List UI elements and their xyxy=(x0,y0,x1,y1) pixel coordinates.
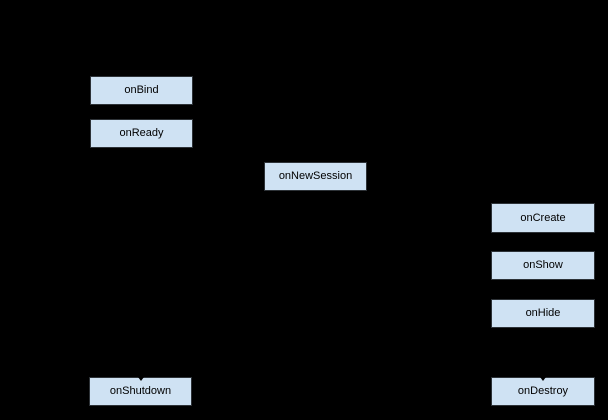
arrowhead-icon-tip-onShutdown xyxy=(138,377,144,381)
lifecycle-node-onShutdown: onShutdown xyxy=(89,377,192,406)
lifecycle-node-onShow: onShow xyxy=(491,251,595,280)
lifecycle-node-onDestroy: onDestroy xyxy=(491,377,595,406)
arrowhead-icon-tip-onDestroy xyxy=(540,377,546,381)
lifecycle-node-onBind: onBind xyxy=(90,76,193,105)
lifecycle-node-onNewSession: onNewSession xyxy=(264,162,367,191)
lifecycle-node-onHide: onHide xyxy=(491,299,595,328)
lifecycle-node-onReady: onReady xyxy=(90,119,193,148)
lifecycle-node-onCreate: onCreate xyxy=(491,203,595,233)
